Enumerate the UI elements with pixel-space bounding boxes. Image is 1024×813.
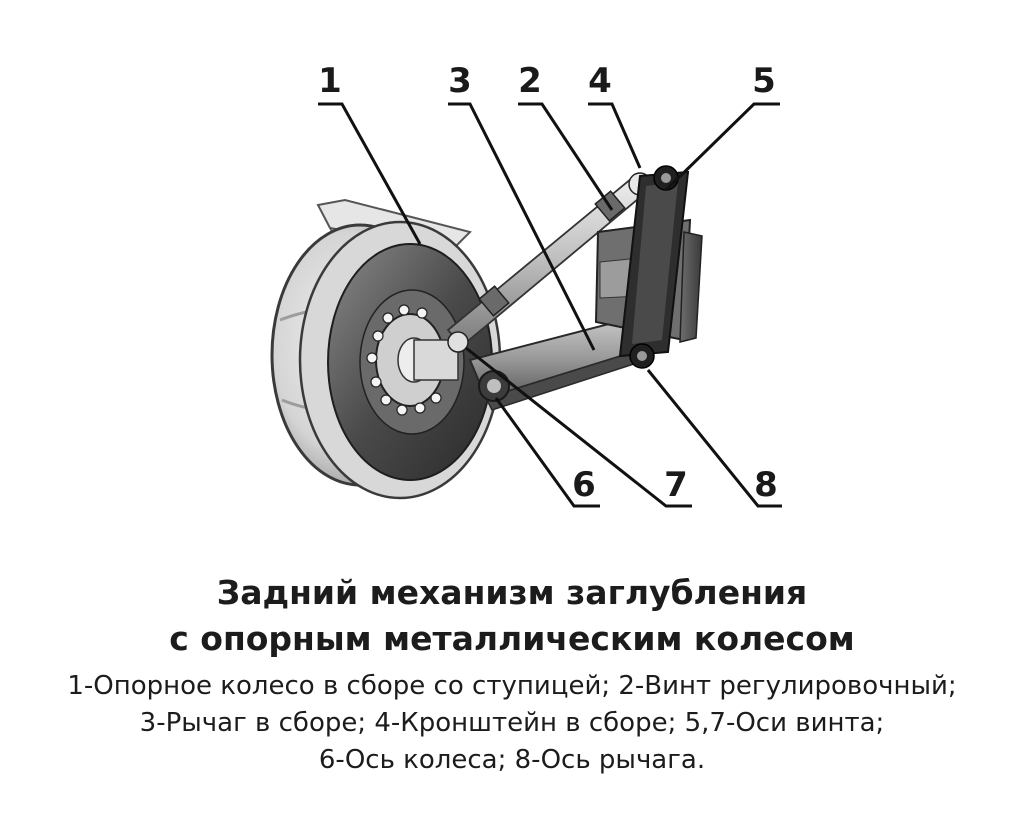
callout-7: 7	[664, 465, 688, 505]
legend-line-1: 1-Опорное колесо в сборе со ступицей; 2-…	[67, 671, 957, 701]
callout-2: 2	[518, 61, 542, 101]
callout-6: 6	[572, 465, 596, 505]
mechanism-illustration	[270, 102, 782, 508]
legend-line-2: 3-Рычаг в сборе; 4-Кронштейн в сборе; 5,…	[139, 708, 885, 738]
leader-6	[494, 397, 600, 508]
support-wheel	[270, 220, 502, 500]
callout-4: 4	[588, 61, 612, 101]
callout-5: 5	[752, 61, 776, 101]
leader-3	[448, 102, 596, 351]
parts-legend: 1-Опорное колесо в сборе со ступицей; 2-…	[0, 668, 1024, 779]
figure-title-line-2: с опорным металлическим колесом	[169, 619, 855, 658]
legend-line-3: 6-Ось колеса; 8-Ось рычага.	[318, 745, 706, 775]
leader-2	[518, 102, 614, 211]
leader-1	[318, 102, 422, 245]
figure-title: Задний механизм заглубления с опорным ме…	[0, 570, 1024, 662]
leader-7	[465, 346, 692, 508]
callout-8: 8	[754, 465, 778, 505]
leader-8	[646, 369, 782, 508]
figure-title-line-1: Задний механизм заглубления	[216, 573, 808, 612]
bracket-assembly	[594, 165, 703, 369]
leader-4	[588, 102, 642, 169]
leader-lines	[318, 102, 782, 508]
callout-3: 3	[448, 61, 472, 101]
leader-5	[664, 102, 780, 192]
callout-1: 1	[318, 61, 342, 101]
